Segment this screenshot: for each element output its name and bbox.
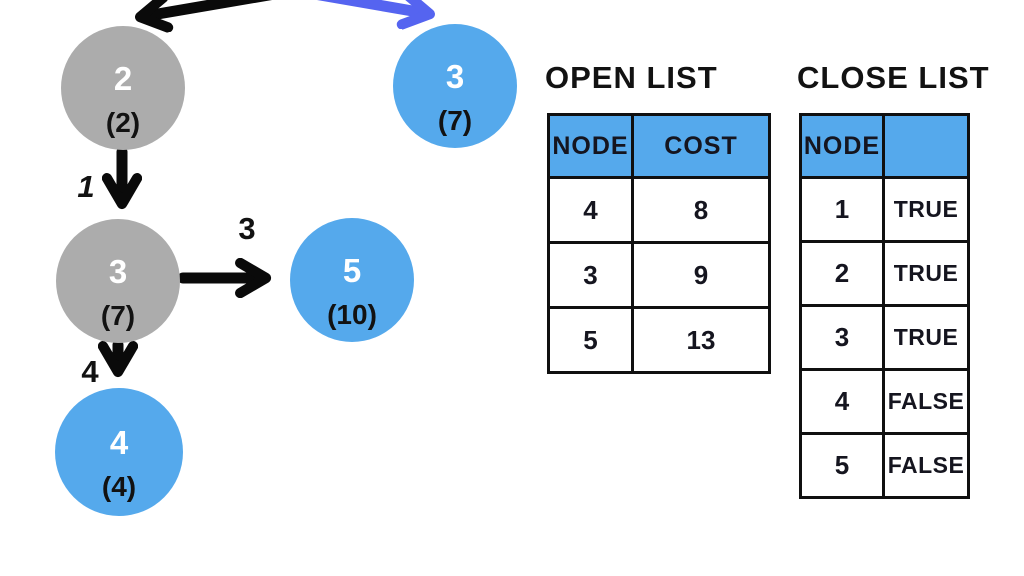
graph-node-5: 5 (10) [290,218,414,342]
close-list-cell-node: 2 [799,240,885,307]
node-label: 3 [109,253,127,290]
node-circle [61,26,185,150]
node-cost: (2) [106,107,140,138]
close-list-row: 5 FALSE [799,432,970,499]
open-list-header-cost: COST [631,113,771,179]
open-list-row: 4 8 [547,176,771,244]
node-circle [55,388,183,516]
open-list-cell-cost: 9 [631,241,771,309]
graph-canvas: 1 3 4 2 (2) 3 (7) 3 (7) 5 (10) [55,0,517,516]
node-label: 4 [110,424,129,461]
open-list-row: 3 9 [547,241,771,309]
close-list-cell-visited: TRUE [882,176,970,243]
edge-weight-label: 4 [81,354,99,389]
close-list-row: 2 TRUE [799,240,970,307]
edge-weight-label: 3 [238,211,255,246]
close-list-table: NODE 1 TRUE 2 TRUE 3 TRUE 4 FALSE 5 FALS… [799,113,970,499]
close-list-cell-node: 1 [799,176,885,243]
node-cost: (7) [101,300,135,331]
close-list-cell-visited: FALSE [882,368,970,435]
open-list-row: 5 13 [547,306,771,374]
open-list-cell-cost: 8 [631,176,771,244]
close-list-cell-node: 4 [799,368,885,435]
node-label: 2 [114,60,132,97]
close-list-cell-visited: TRUE [882,240,970,307]
close-list-row: 3 TRUE [799,304,970,371]
close-list-row: 1 TRUE [799,176,970,243]
open-list-cell-cost: 13 [631,306,771,374]
close-list-row: 4 FALSE [799,368,970,435]
close-list-cell-visited: TRUE [882,304,970,371]
graph-node-2: 2 (2) [61,26,185,150]
edge-top-to-node2 [146,0,273,16]
node-circle [56,219,180,343]
close-list-header-blank [882,113,970,179]
open-list-header-row: NODE COST [547,113,771,179]
node-label: 5 [343,252,361,289]
close-list-title: CLOSE LIST [797,60,990,95]
graph-node-4: 4 (4) [55,388,183,516]
open-list-cell-node: 5 [547,306,634,374]
graph-node-3-gray: 3 (7) [56,219,180,343]
node-cost: (10) [327,299,377,330]
edge-top-to-node3-blue [316,0,424,13]
open-list-header-node: NODE [547,113,634,179]
graph-node-3-blue: 3 (7) [393,24,517,148]
node-circle [393,24,517,148]
close-list-cell-node: 5 [799,432,885,499]
node-circle [290,218,414,342]
close-list-cell-node: 3 [799,304,885,371]
open-list-table: NODE COST 4 8 3 9 5 13 [547,113,771,374]
close-list-cell-visited: FALSE [882,432,970,499]
open-list-cell-node: 4 [547,176,634,244]
close-list-header-row: NODE [799,113,970,179]
open-list-title: OPEN LIST [545,60,718,95]
node-cost: (4) [102,471,136,502]
close-list-header-node: NODE [799,113,885,179]
node-label: 3 [446,58,464,95]
edge-weight-label: 1 [77,169,94,204]
node-cost: (7) [438,105,472,136]
open-list-cell-node: 3 [547,241,634,309]
